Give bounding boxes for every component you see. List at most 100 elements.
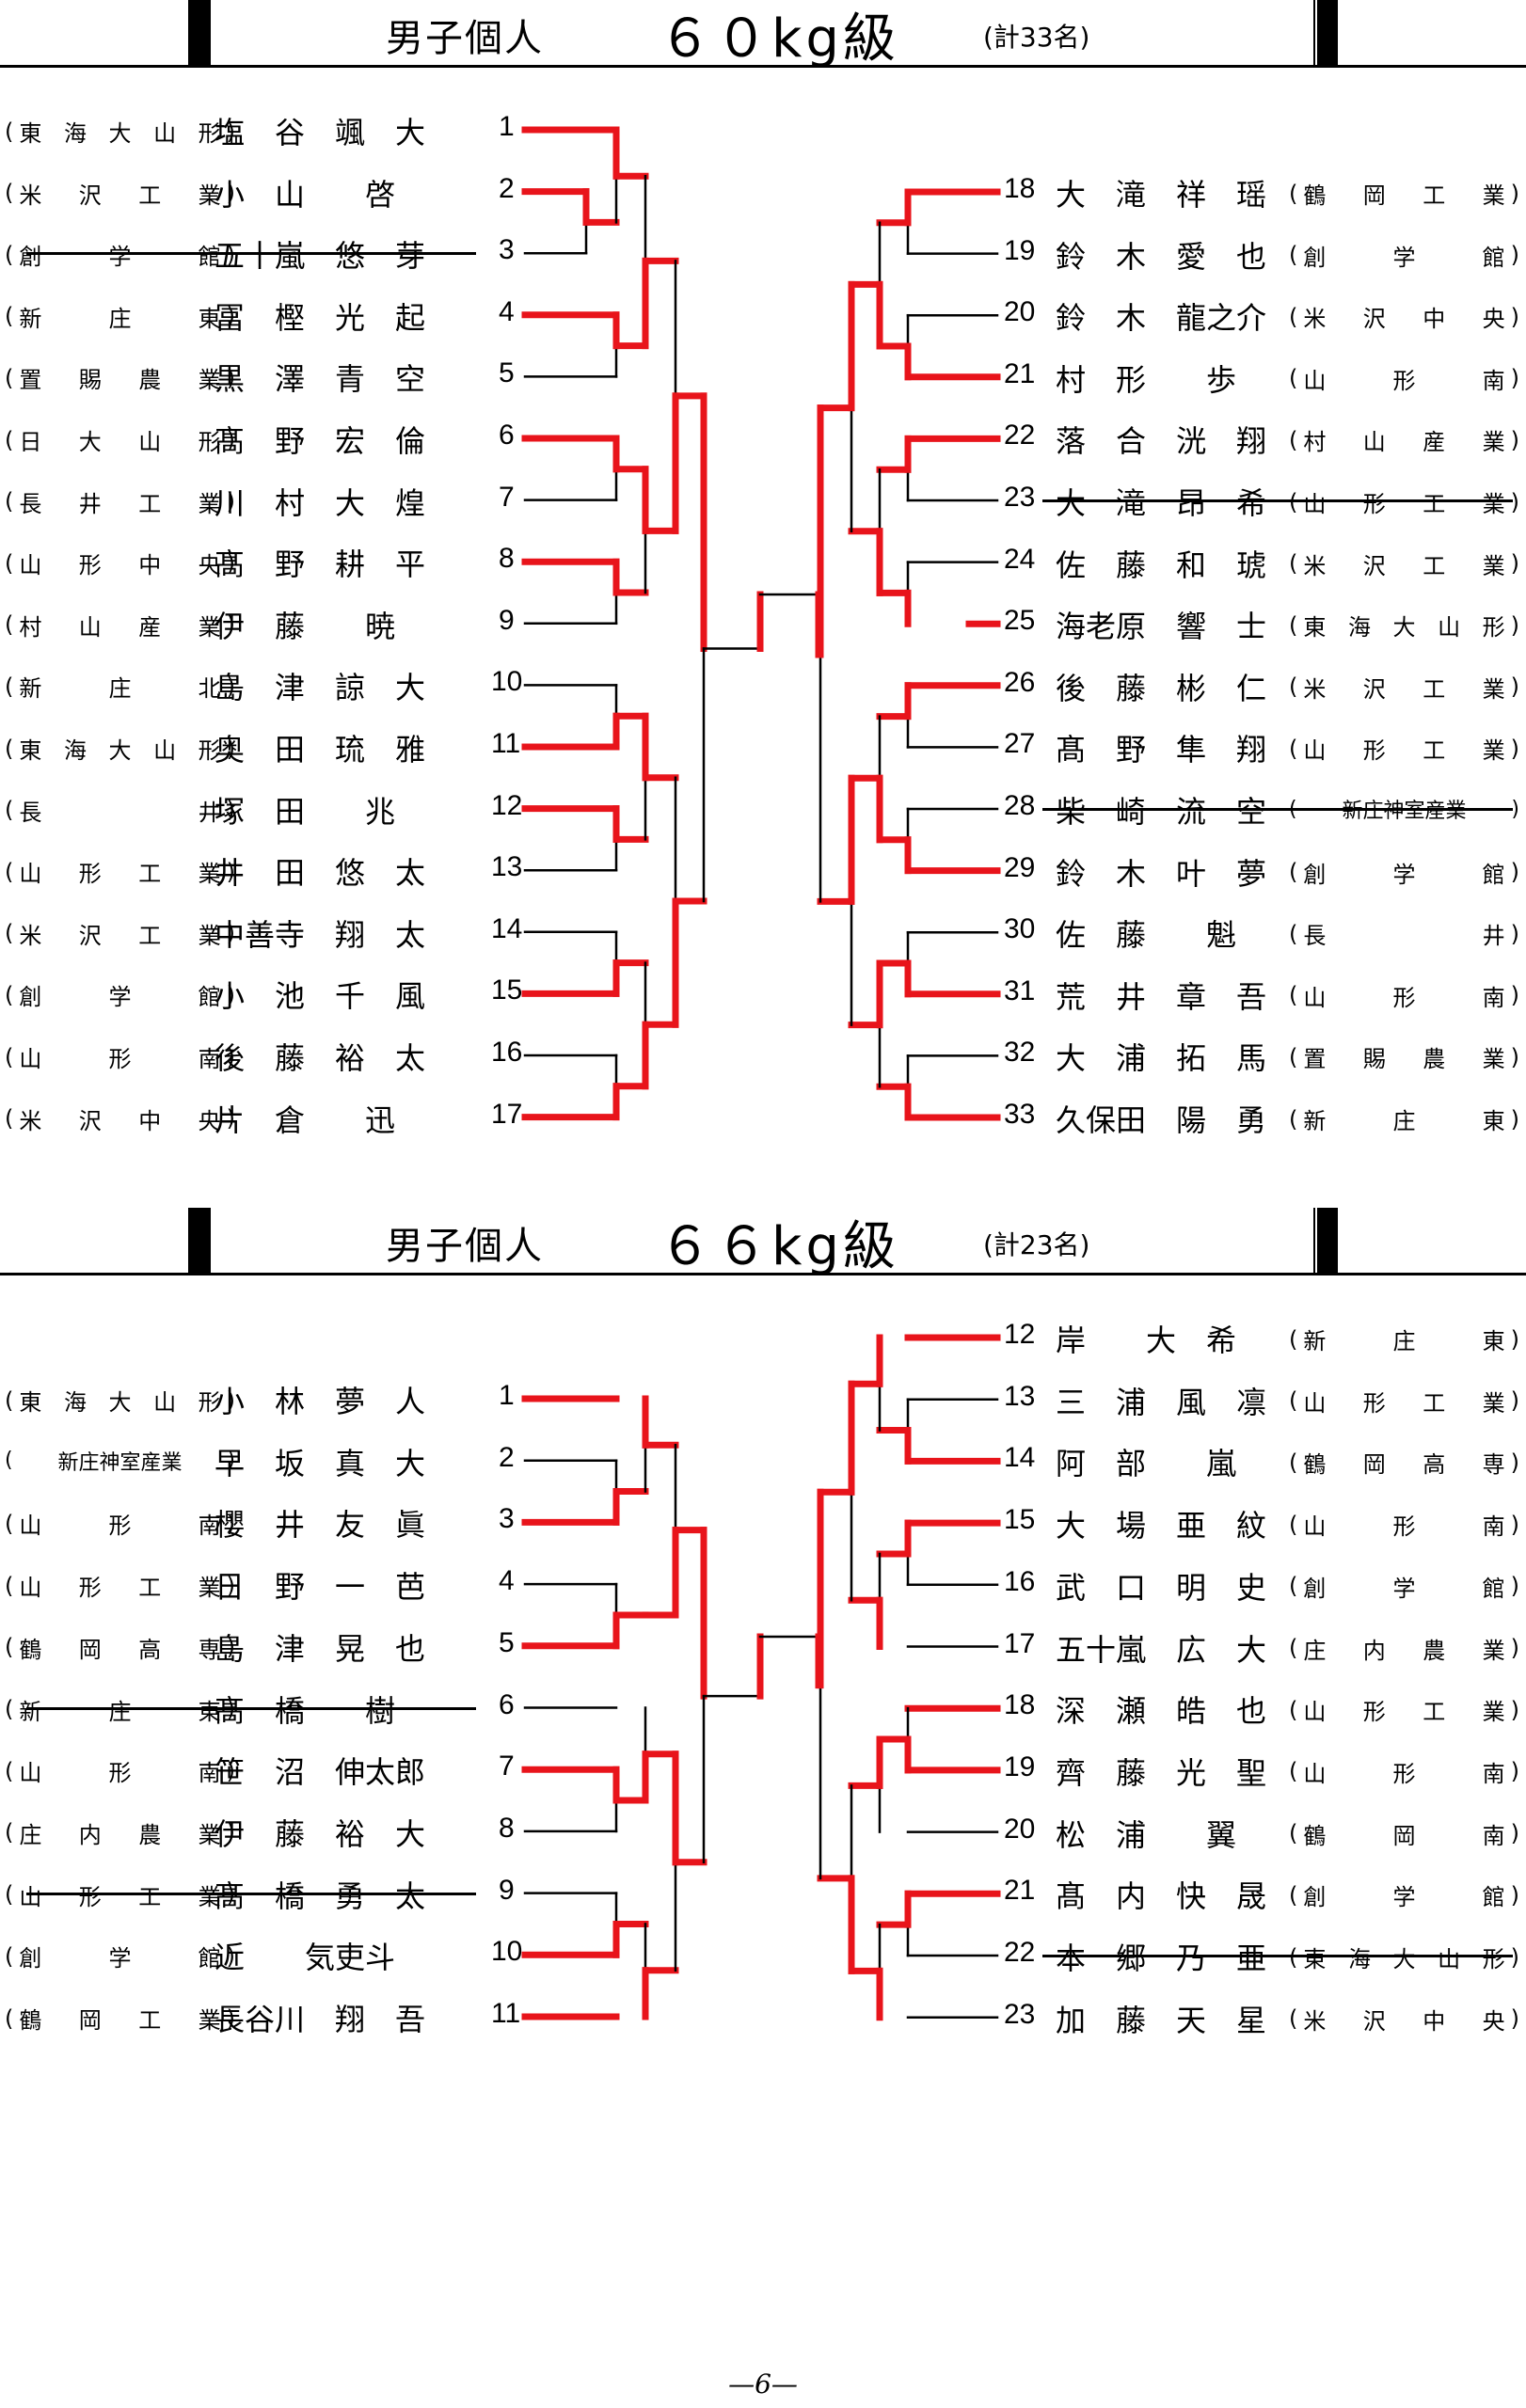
seed-number: 8 bbox=[499, 543, 515, 575]
seed-number: 21 bbox=[1004, 357, 1036, 389]
entry-count: (計33名) bbox=[983, 22, 1090, 53]
competitor-name: 髙 野 隼 翔 bbox=[1056, 732, 1267, 768]
school-name: 山形南 bbox=[19, 1760, 221, 1787]
event-title: 男子個人 bbox=[386, 17, 544, 60]
competitor-name: 髙 橋 勇 太 bbox=[215, 1877, 426, 1914]
seed-number: 7 bbox=[499, 481, 515, 513]
school-name: 創学館 bbox=[1303, 861, 1505, 888]
school-name: 庄内農業 bbox=[1303, 1637, 1505, 1664]
header-bar-left bbox=[188, 0, 209, 68]
school-name: 長井工業 bbox=[19, 490, 221, 517]
header-rule bbox=[0, 1273, 1526, 1275]
seed-number: 19 bbox=[1004, 234, 1036, 266]
competitor-name: 加 藤 天 星 bbox=[1056, 2002, 1267, 2038]
competitor-school: (東海大山形) bbox=[5, 115, 235, 148]
school-name: 米沢工業 bbox=[1303, 552, 1505, 579]
weight-class: ６６kg級 bbox=[659, 1216, 899, 1277]
competitor-school: (新庄神室産業) bbox=[5, 1446, 235, 1476]
competitor-school: (鶴岡高専) bbox=[5, 1631, 235, 1664]
school-name: 新庄東 bbox=[1303, 1328, 1505, 1354]
school-name: 鶴岡南 bbox=[1303, 1822, 1505, 1849]
competitor-school: (日大山形) bbox=[5, 423, 235, 456]
withdrawn-strike bbox=[26, 1706, 476, 1710]
competitor-school: (長井工業) bbox=[5, 485, 235, 518]
seed-number: 12 bbox=[491, 789, 523, 821]
competitor-school: (創学館) bbox=[1289, 1570, 1519, 1603]
seed-number: 12 bbox=[1004, 1319, 1036, 1350]
school-name: 村山産業 bbox=[19, 613, 221, 641]
competitor-name: 川 村 大 煌 bbox=[215, 484, 426, 521]
competitor-school: (創学館) bbox=[1289, 856, 1519, 889]
bracket-header: 男子個人 ６６kg級 (計23名) bbox=[0, 1208, 1526, 1277]
competitor-school: (米沢中央) bbox=[5, 1102, 235, 1135]
school-name: 新庄東 bbox=[19, 1698, 221, 1725]
competitor-name: 五十嵐 悠 芽 bbox=[215, 238, 426, 275]
school-name: 創学館 bbox=[19, 244, 221, 271]
school-name: 山形工業 bbox=[1303, 1699, 1505, 1726]
competitor-name: 岸 大 希 bbox=[1056, 1323, 1237, 1358]
seed-number: 7 bbox=[499, 1751, 515, 1782]
competitor-school: (庄内農業) bbox=[1289, 1632, 1519, 1665]
competitor-school: (山形工業) bbox=[5, 1569, 235, 1602]
withdrawn-strike bbox=[26, 252, 476, 256]
school-name: 鶴岡高専 bbox=[19, 1636, 221, 1663]
seed-number: 31 bbox=[1004, 974, 1036, 1006]
competitor-school: (創学館) bbox=[5, 978, 235, 1011]
header-bar-right bbox=[1317, 1208, 1338, 1275]
competitor-name: 松 浦 翼 bbox=[1056, 1816, 1237, 1853]
competitor-name: 長谷川 翔 吾 bbox=[215, 2002, 426, 2037]
seed-number: 15 bbox=[1004, 1504, 1036, 1536]
school-name: 山形工業 bbox=[19, 1575, 221, 1602]
seed-number: 18 bbox=[1004, 1689, 1036, 1721]
school-name: 日大山形 bbox=[19, 429, 221, 455]
competitor-school: (鶴岡高専) bbox=[1289, 1446, 1519, 1479]
weight-class: ６０kg級 bbox=[659, 8, 899, 70]
competitor-school: (米沢中央) bbox=[1289, 2003, 1519, 2036]
competitor-school: (置賜農業) bbox=[1289, 1040, 1519, 1073]
seed-number: 1 bbox=[499, 111, 515, 142]
header-divider bbox=[209, 1208, 211, 1275]
seed-number: 21 bbox=[1004, 1875, 1036, 1907]
competitor-name: 海老原 響 士 bbox=[1056, 609, 1267, 645]
competitor-school: (山形工業) bbox=[1289, 1385, 1519, 1418]
competitor-name: 柴 崎 流 空 bbox=[1056, 794, 1267, 830]
competitor-name: 塩 谷 颯 大 bbox=[215, 115, 426, 150]
competitor-school: (長井) bbox=[1289, 917, 1519, 950]
seed-number: 19 bbox=[1004, 1751, 1036, 1782]
competitor-name: 伊 藤 暁 bbox=[215, 608, 396, 644]
school-name: 置賜農業 bbox=[1303, 1046, 1505, 1073]
bracket-header: 男子個人 ６０kg級 (計33名) bbox=[0, 0, 1526, 70]
competitor-school: (長井) bbox=[5, 794, 235, 827]
school-name: 創学館 bbox=[19, 984, 221, 1011]
competitor-school: (山形南) bbox=[1289, 362, 1519, 395]
competitor-name: 小 池 千 風 bbox=[215, 978, 426, 1015]
seed-number: 14 bbox=[491, 912, 523, 944]
seed-number: 20 bbox=[1004, 1813, 1036, 1845]
competitor-name: 伊 藤 裕 大 bbox=[215, 1815, 426, 1852]
competitor-school: (東海大山形) bbox=[5, 1384, 235, 1417]
seed-number: 2 bbox=[499, 1441, 515, 1473]
school-name: 創学館 bbox=[1303, 1884, 1505, 1911]
header-bar-right bbox=[1317, 0, 1338, 68]
competitor-name: 髙 野 耕 平 bbox=[215, 547, 426, 583]
competitor-name: 鈴 木 叶 夢 bbox=[1056, 855, 1267, 892]
school-name: 山形工業 bbox=[1303, 737, 1505, 765]
withdrawn-strike bbox=[1042, 808, 1513, 811]
seed-number: 15 bbox=[491, 974, 523, 1006]
seed-number: 16 bbox=[1004, 1565, 1036, 1597]
competitor-school: (新庄神室産業) bbox=[1289, 794, 1519, 824]
school-name: 新庄神室産業 bbox=[57, 1450, 183, 1475]
competitor-name: 黒 澤 青 空 bbox=[215, 361, 426, 398]
competitor-school: (山形中央) bbox=[5, 547, 235, 579]
competitor-school: (鶴岡工業) bbox=[1289, 177, 1519, 210]
seed-number: 13 bbox=[491, 851, 523, 883]
school-name: 鶴岡工業 bbox=[19, 2007, 221, 2034]
seed-number: 11 bbox=[491, 728, 521, 759]
seed-number: 33 bbox=[1004, 1099, 1036, 1130]
school-name: 山形南 bbox=[1303, 367, 1505, 394]
competitor-name: 後 藤 彬 仁 bbox=[1056, 670, 1267, 706]
seed-number: 20 bbox=[1004, 296, 1036, 328]
competitor-name: 荒 井 章 吾 bbox=[1056, 978, 1267, 1015]
withdrawn-strike bbox=[1042, 1955, 1513, 1957]
